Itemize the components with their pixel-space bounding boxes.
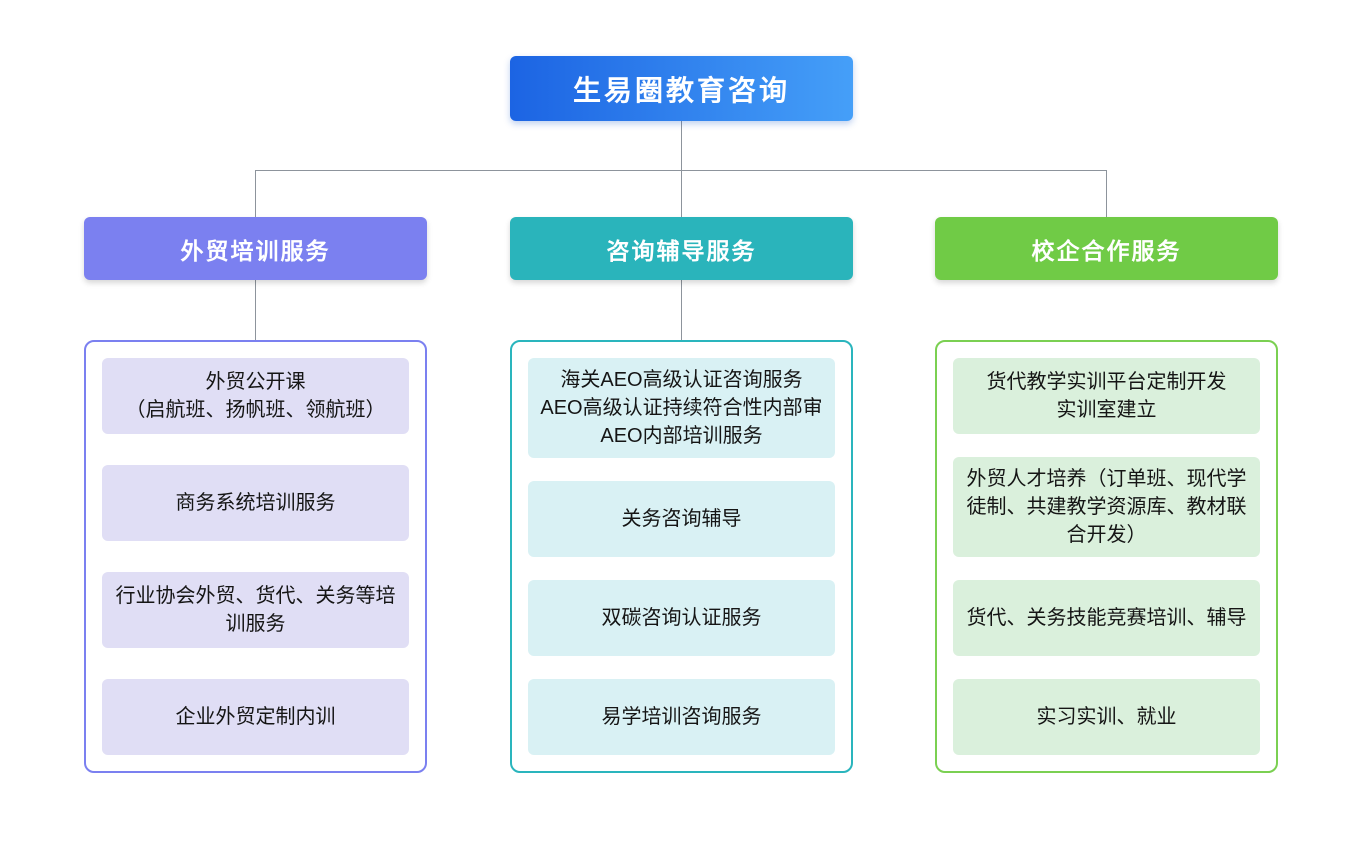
- branch-container-school-enterprise-cooperation: 货代教学实训平台定制开发 实训室建立 外贸人才培养（订单班、现代学徒制、共建教学…: [935, 340, 1278, 773]
- branch-header-school-enterprise-cooperation: 校企合作服务: [935, 217, 1278, 280]
- service-item: 关务咨询辅导: [528, 481, 835, 557]
- branch-header-foreign-trade-training: 外贸培训服务: [84, 217, 427, 280]
- service-item: 双碳咨询认证服务: [528, 580, 835, 656]
- connector-drop-branch-2: [681, 170, 682, 217]
- connector-drop-branch-3: [1106, 170, 1107, 217]
- branch-header-consulting-coaching: 咨询辅导服务: [510, 217, 853, 280]
- service-item: 企业外贸定制内训: [102, 679, 409, 755]
- service-item: 行业协会外贸、货代、关务等培训服务: [102, 572, 409, 648]
- connector-drop-branch-1: [255, 170, 256, 217]
- service-item: 海关AEO高级认证咨询服务 AEO高级认证持续符合性内部审 AEO内部培训服务: [528, 358, 835, 458]
- service-item: 实习实训、就业: [953, 679, 1260, 755]
- branch-container-consulting-coaching: 海关AEO高级认证咨询服务 AEO高级认证持续符合性内部审 AEO内部培训服务 …: [510, 340, 853, 773]
- service-item: 货代教学实训平台定制开发 实训室建立: [953, 358, 1260, 434]
- service-item: 易学培训咨询服务: [528, 679, 835, 755]
- connector-header-to-list-2: [681, 280, 682, 340]
- service-item: 商务系统培训服务: [102, 465, 409, 541]
- connector-root-down: [681, 121, 682, 170]
- service-item: 外贸人才培养（订单班、现代学徒制、共建教学资源库、教材联合开发）: [953, 457, 1260, 557]
- root-node: 生易圈教育咨询: [510, 56, 853, 121]
- service-item: 外贸公开课 （启航班、扬帆班、领航班）: [102, 358, 409, 434]
- connector-header-to-list-1: [255, 280, 256, 340]
- service-item: 货代、关务技能竞赛培训、辅导: [953, 580, 1260, 656]
- branch-container-foreign-trade-training: 外贸公开课 （启航班、扬帆班、领航班） 商务系统培训服务 行业协会外贸、货代、关…: [84, 340, 427, 773]
